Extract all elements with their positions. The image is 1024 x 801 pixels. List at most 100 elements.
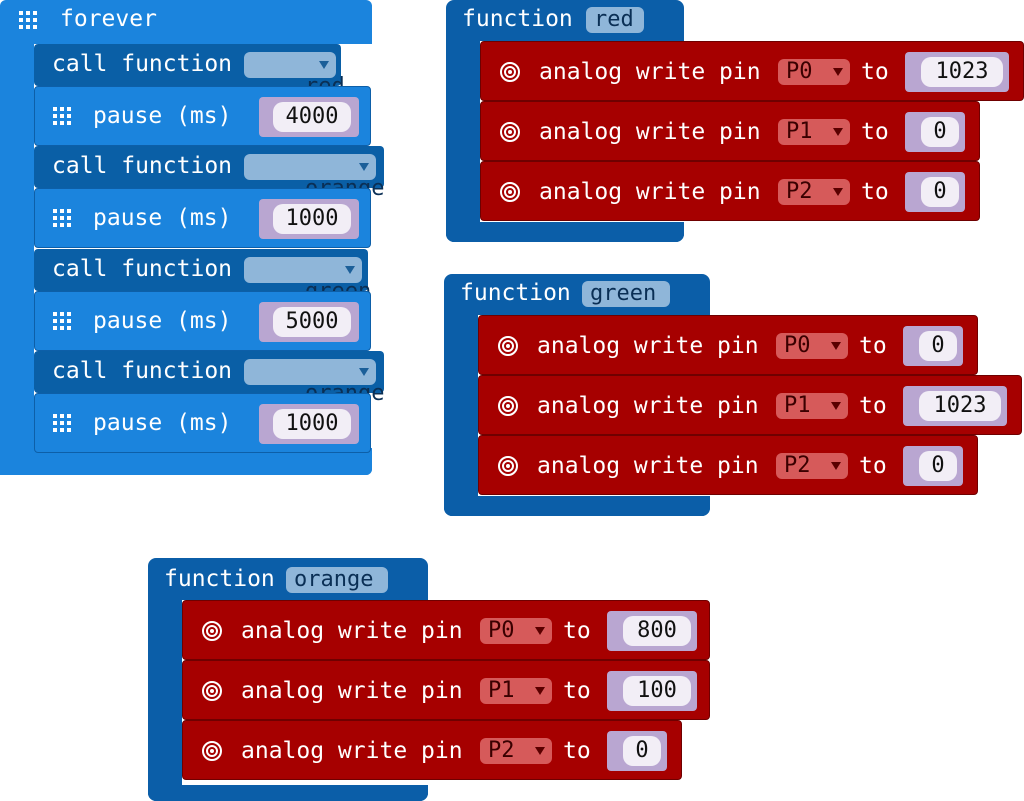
pause-label: pause (ms)	[93, 308, 232, 334]
function-label: function	[460, 280, 571, 306]
pause-ms-input[interactable]: 4000	[273, 102, 351, 132]
caret-down-icon	[359, 368, 369, 376]
value-input[interactable]: 800	[623, 616, 691, 646]
pin-dropdown[interactable]: P1	[776, 393, 848, 419]
value-input[interactable]: 0	[919, 331, 957, 361]
to-label: to	[861, 119, 889, 145]
call-function-block[interactable]: call function orange	[34, 351, 384, 405]
caret-down-icon	[319, 61, 329, 69]
forever-spine	[0, 44, 34, 475]
function-label: function	[164, 566, 275, 592]
grid-icon	[53, 312, 71, 330]
analog-write-block[interactable]: analog write pin P0 to 800	[182, 600, 710, 660]
pin-dropdown[interactable]: P2	[776, 453, 848, 479]
pin-dropdown[interactable]: P2	[778, 179, 850, 205]
call-function-label: call function	[52, 153, 233, 179]
analog-write-label: analog write pin	[537, 333, 759, 359]
caret-down-icon	[833, 188, 843, 196]
pin-dropdown[interactable]: P1	[480, 678, 552, 704]
caret-down-icon	[831, 402, 841, 410]
analog-write-label: analog write pin	[539, 179, 761, 205]
analog-write-block[interactable]: analog write pin P2 to 0	[480, 161, 980, 221]
pin-dropdown[interactable]: P0	[778, 59, 850, 85]
analog-write-block[interactable]: analog write pin P0 to 1023	[480, 41, 1024, 101]
target-icon	[202, 741, 222, 761]
value-input[interactable]: 0	[921, 117, 959, 147]
function-name-field[interactable]: green	[582, 281, 670, 307]
analog-write-block[interactable]: analog write pin P1 to 1023	[478, 375, 1022, 435]
call-function-block[interactable]: call function red	[34, 44, 345, 98]
caret-down-icon	[345, 266, 355, 274]
call-function-block[interactable]: call function orange	[34, 146, 384, 200]
function-dropdown[interactable]: orange	[244, 359, 384, 405]
analog-write-block[interactable]: analog write pin P2 to 0	[478, 435, 978, 495]
to-label: to	[861, 59, 889, 85]
call-function-label: call function	[52, 358, 233, 384]
function-name-field[interactable]: red	[586, 7, 644, 33]
analog-write-label: analog write pin	[241, 738, 463, 764]
to-label: to	[859, 453, 887, 479]
function-bottom	[148, 785, 428, 801]
pause-block[interactable]: pause (ms) 5000	[34, 291, 371, 351]
forever-label: forever	[60, 6, 157, 32]
grid-icon	[53, 107, 71, 125]
to-label: to	[563, 678, 591, 704]
caret-down-icon	[535, 687, 545, 695]
value-input[interactable]: 0	[623, 736, 661, 766]
target-icon	[498, 336, 518, 356]
pause-ms-input[interactable]: 1000	[273, 204, 351, 234]
analog-write-block[interactable]: analog write pin P0 to 0	[478, 315, 978, 375]
pause-block[interactable]: pause (ms) 1000	[34, 393, 371, 453]
pin-dropdown[interactable]: P0	[776, 333, 848, 359]
pause-label: pause (ms)	[93, 205, 232, 231]
pause-block[interactable]: pause (ms) 1000	[34, 188, 371, 248]
value-input[interactable]: 1023	[919, 391, 1001, 421]
caret-down-icon	[833, 128, 843, 136]
pin-dropdown[interactable]: P2	[480, 738, 552, 764]
function-dropdown[interactable]: green	[244, 257, 371, 303]
analog-write-label: analog write pin	[539, 119, 761, 145]
caret-down-icon	[831, 342, 841, 350]
pause-label: pause (ms)	[93, 410, 232, 436]
analog-write-block[interactable]: analog write pin P1 to 100	[182, 660, 710, 720]
caret-down-icon	[535, 627, 545, 635]
target-icon	[500, 122, 520, 142]
value-input[interactable]: 1023	[921, 57, 1003, 87]
target-icon	[500, 182, 520, 202]
target-icon	[202, 621, 222, 641]
to-label: to	[861, 179, 889, 205]
function-bottom	[446, 222, 684, 242]
function-dropdown[interactable]: red	[244, 52, 345, 98]
to-label: to	[859, 393, 887, 419]
analog-write-label: analog write pin	[539, 59, 761, 85]
caret-down-icon	[359, 163, 369, 171]
analog-write-label: analog write pin	[537, 393, 759, 419]
grid-icon	[53, 414, 71, 432]
function-name-field[interactable]: orange	[286, 567, 388, 593]
pause-label: pause (ms)	[93, 103, 232, 129]
pin-dropdown[interactable]: P1	[778, 119, 850, 145]
to-label: to	[859, 333, 887, 359]
target-icon	[498, 456, 518, 476]
target-icon	[500, 62, 520, 82]
value-input[interactable]: 0	[921, 177, 959, 207]
analog-write-label: analog write pin	[241, 678, 463, 704]
analog-write-label: analog write pin	[241, 618, 463, 644]
analog-write-block[interactable]: analog write pin P1 to 0	[480, 101, 980, 161]
pause-block[interactable]: pause (ms) 4000	[34, 86, 371, 146]
grid-icon	[19, 11, 37, 29]
function-dropdown[interactable]: orange	[244, 154, 384, 200]
to-label: to	[563, 618, 591, 644]
call-function-block[interactable]: call function green	[34, 249, 371, 303]
pause-ms-input[interactable]: 1000	[273, 409, 351, 439]
value-input[interactable]: 100	[623, 676, 691, 706]
function-bottom	[444, 496, 710, 516]
to-label: to	[563, 738, 591, 764]
analog-write-block[interactable]: analog write pin P2 to 0	[182, 720, 682, 780]
value-input[interactable]: 0	[919, 451, 957, 481]
pause-ms-input[interactable]: 5000	[273, 307, 351, 337]
analog-write-label: analog write pin	[537, 453, 759, 479]
target-icon	[498, 396, 518, 416]
caret-down-icon	[831, 462, 841, 470]
pin-dropdown[interactable]: P0	[480, 618, 552, 644]
